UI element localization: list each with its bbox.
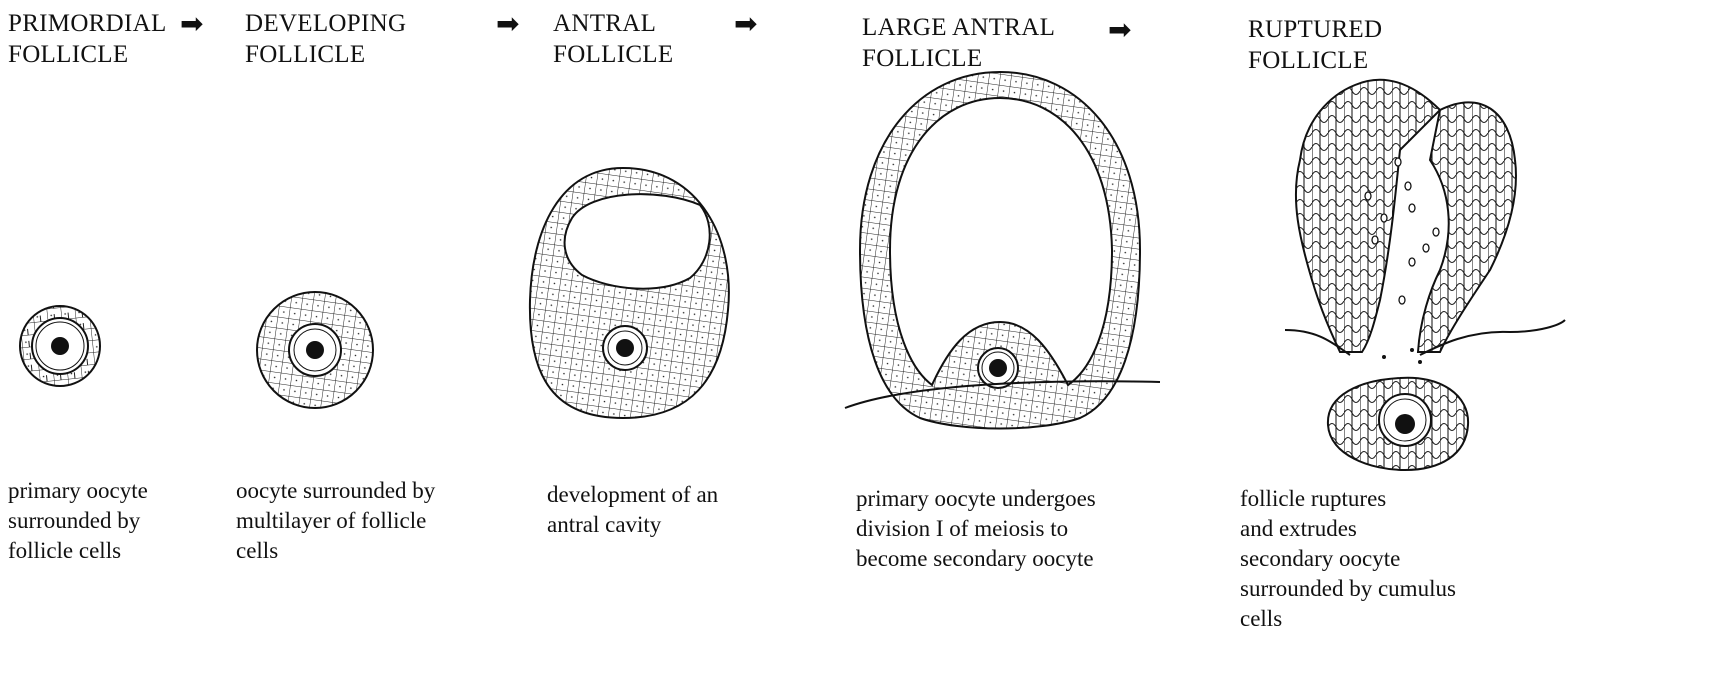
nucleus xyxy=(306,341,324,359)
large-antral-follicle xyxy=(845,72,1160,429)
nucleus xyxy=(51,337,69,355)
ruptured-follicle xyxy=(1285,80,1565,470)
antral-follicle xyxy=(530,168,729,418)
nucleus xyxy=(616,339,634,357)
nucleus xyxy=(1395,414,1415,434)
developing-follicle xyxy=(257,292,373,408)
nucleus xyxy=(989,359,1007,377)
antral-cavity xyxy=(565,194,710,289)
primordial-follicle xyxy=(20,306,100,386)
